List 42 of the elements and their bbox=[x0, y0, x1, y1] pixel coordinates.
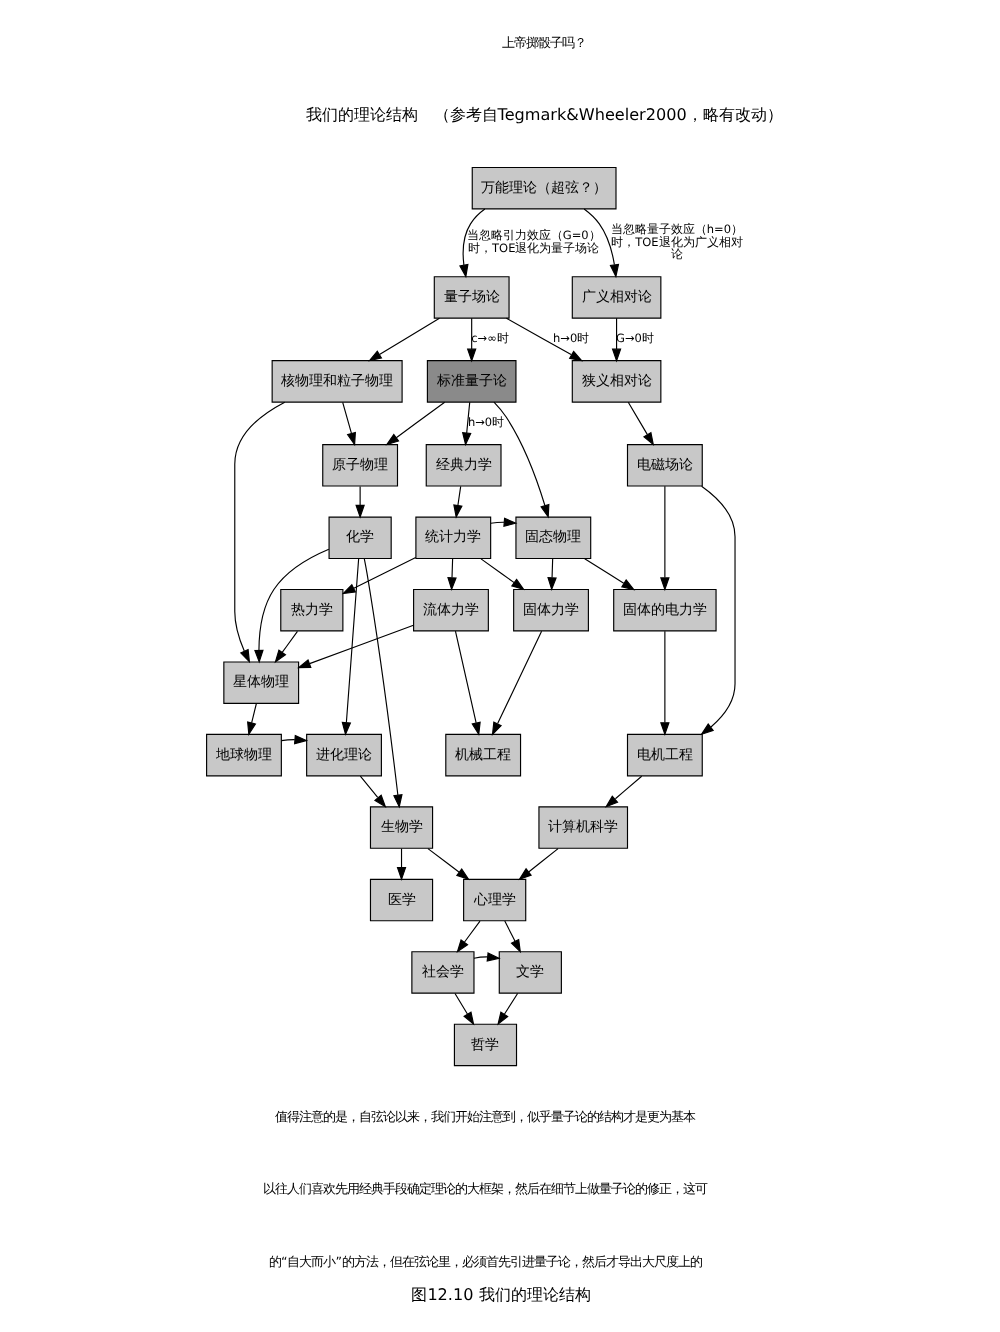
arrow bbox=[384, 401, 445, 446]
arrow bbox=[273, 630, 298, 664]
arrow bbox=[465, 317, 476, 363]
arrow bbox=[583, 558, 635, 591]
arrow bbox=[659, 485, 669, 592]
arrow bbox=[296, 624, 414, 669]
arrow bbox=[340, 558, 359, 736]
arrow bbox=[489, 517, 517, 528]
arrow bbox=[446, 558, 456, 592]
arrow bbox=[452, 485, 462, 519]
arrow bbox=[603, 775, 642, 808]
arrow bbox=[340, 556, 416, 595]
arrow bbox=[582, 208, 619, 279]
arrow bbox=[458, 208, 485, 279]
arrow bbox=[426, 848, 469, 881]
arrow bbox=[354, 485, 364, 519]
arrow bbox=[472, 952, 500, 962]
arrow bbox=[503, 920, 521, 954]
arrow bbox=[246, 703, 256, 736]
arrow bbox=[253, 548, 329, 664]
arrow bbox=[453, 992, 474, 1026]
arrow bbox=[453, 630, 480, 736]
arrow bbox=[699, 485, 735, 736]
arrow bbox=[279, 734, 308, 745]
arrow bbox=[626, 401, 654, 447]
arrow bbox=[496, 992, 518, 1026]
arrow bbox=[455, 920, 480, 953]
arrow bbox=[460, 401, 471, 447]
arrow bbox=[517, 848, 558, 881]
arrow bbox=[659, 630, 669, 737]
arrow bbox=[358, 775, 386, 809]
arrow bbox=[504, 317, 583, 362]
arrow bbox=[490, 630, 542, 736]
arrow bbox=[395, 848, 406, 881]
arrow bbox=[341, 401, 355, 447]
arrow bbox=[479, 558, 524, 591]
arrow bbox=[367, 317, 440, 362]
arrow bbox=[546, 558, 556, 592]
arrow bbox=[362, 558, 402, 809]
arrow bbox=[492, 401, 549, 519]
arrow bbox=[233, 401, 285, 664]
arrow bbox=[610, 317, 621, 363]
